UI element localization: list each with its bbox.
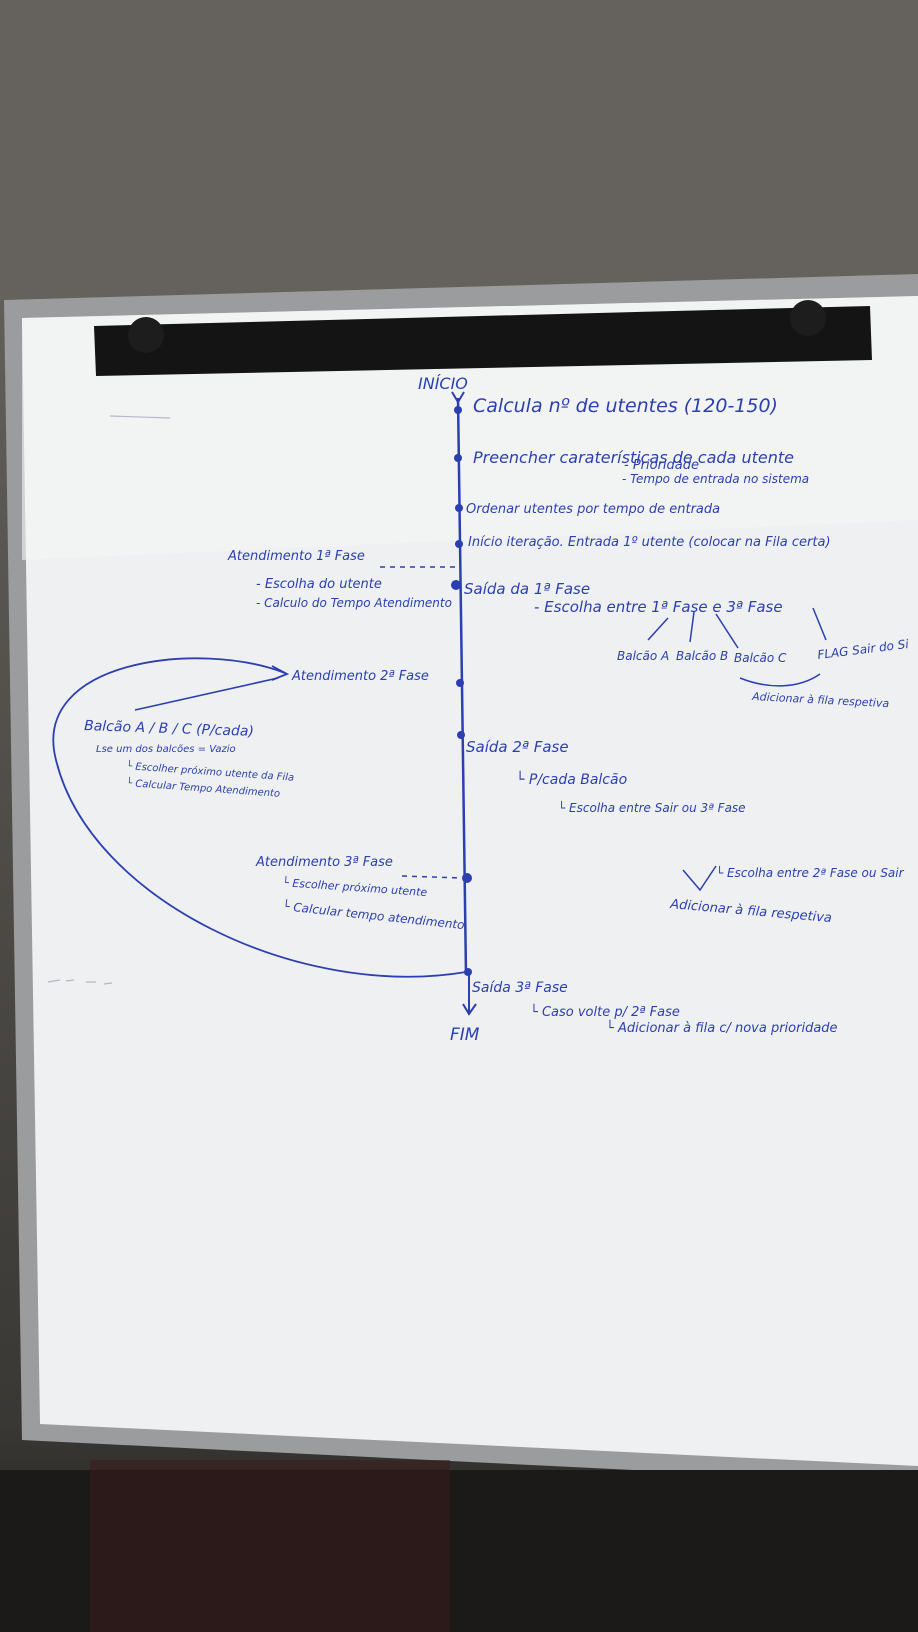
- step-saida-3: Saída 3ª Fase: [472, 980, 568, 996]
- atendimento-1-escolha: - Escolha do utente: [256, 577, 382, 592]
- step-inicio-iteracao: Início iteração. Entrada 1º utente (colo…: [468, 535, 831, 550]
- flow-spine-line: [456, 397, 468, 976]
- step-tempo-entrada: - Tempo de entrada no sistema: [622, 472, 809, 486]
- step-escolha-sair-3: └ Escolha entre Sair ou 3ª Fase: [558, 800, 746, 815]
- step-calcula: Calcula nº de utentes (120-150): [473, 395, 778, 417]
- step-pcada-balcao: └ P/cada Balcão: [516, 771, 627, 788]
- wall: [0, 0, 918, 300]
- step-preencher: Preencher caraterísticas de cada utente: [473, 448, 794, 467]
- clip-knob-right: [790, 300, 826, 336]
- down-arrow-icon: [462, 975, 477, 1016]
- step-escolha-2-sair: └ Escolha entre 2ª Fase ou Sair: [716, 865, 905, 880]
- start-arrow-icon: [451, 391, 465, 404]
- step-caso-volte: └ Caso volte p/ 2ª Fase: [530, 1003, 680, 1020]
- atendimento-2-title: Atendimento 2ª Fase: [291, 669, 429, 684]
- step-saida-1: Saída da 1ª Fase: [464, 580, 590, 598]
- atendimento-1-title: Atendimento 1ª Fase: [227, 549, 365, 564]
- balcoes-pcada: Balcão A / B / C (P/cada): [84, 718, 254, 740]
- loop-arrow: [52, 657, 467, 978]
- step-ordenar: Ordenar utentes por tempo de entrada: [466, 502, 720, 517]
- atendimento-3-title: Atendimento 3ª Fase: [255, 855, 393, 870]
- faint-marks: [47, 415, 171, 985]
- step-saida-2: Saída 2ª Fase: [466, 738, 569, 756]
- atendimento-1-calculo: - Calculo do Tempo Atendimento: [256, 596, 452, 610]
- balcao-b-label: Balcão B: [676, 649, 728, 663]
- balcao-vazio: Lse um dos balcões = Vazio: [96, 744, 236, 755]
- step-escolha-1-3: - Escolha entre 1ª Fase e 3ª Fase: [534, 598, 783, 616]
- start-label: INÍCIO: [418, 374, 468, 393]
- balcao-a-label: Balcão A: [617, 649, 669, 663]
- step-adicionar-prioridade: └ Adicionar à fila c/ nova prioridade: [606, 1019, 838, 1036]
- spine-nodes: [451, 406, 472, 976]
- paper-clip-bar: [94, 306, 872, 376]
- end-label: FIM: [450, 1025, 480, 1045]
- spine-labels: INÍCIO Calcula nº de utentes (120-150) P…: [418, 374, 905, 1045]
- step-prioridade: - Prioridade: [624, 458, 699, 473]
- pointer-line: [134, 677, 279, 711]
- balcao-c-label: Balcão C: [734, 651, 787, 665]
- dashed-connector: [401, 875, 463, 879]
- branch-lines: [647, 607, 827, 892]
- clip-knob-left: [128, 317, 164, 353]
